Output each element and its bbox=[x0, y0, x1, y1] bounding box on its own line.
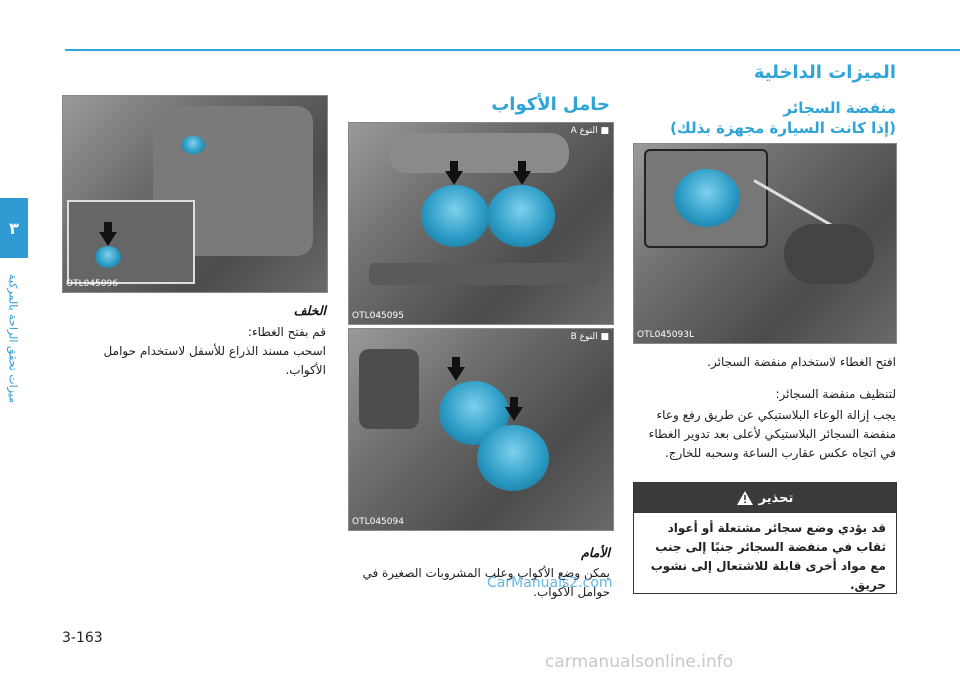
chapter-tab[interactable]: ٣ bbox=[0, 198, 28, 258]
cupholder-shape bbox=[784, 224, 874, 284]
photo-code: OTL045096 bbox=[66, 279, 118, 289]
ashtray-subheading: (إذا كانت السيارة مجهزة بذلك) bbox=[670, 119, 896, 137]
photo-code: OTL045093L bbox=[637, 330, 694, 340]
ashtray-clean-heading: لتنظيف منفضة السجائر: bbox=[775, 387, 896, 401]
arrow-down-icon bbox=[445, 161, 463, 185]
front-text: يمكن وضع الأكواب وعلب المشروبات الصغيرة … bbox=[362, 566, 610, 599]
rear-cupholder-photo: OTL045096 bbox=[62, 95, 328, 293]
header-rule bbox=[65, 49, 960, 51]
cup-left bbox=[421, 185, 489, 247]
ashtray-inset bbox=[644, 149, 768, 248]
ashtray-clean-text: يجب إزالة الوعاء البلاستيكي عن طريق رفع … bbox=[648, 408, 896, 460]
type-b-tag: ■ النوع B bbox=[570, 332, 609, 342]
page-number: 3-163 bbox=[62, 630, 103, 646]
arrow-down-icon bbox=[513, 161, 531, 185]
ashtray-photo: OTL045093L bbox=[633, 143, 897, 344]
ashtray-lid bbox=[674, 169, 740, 227]
warning-label: تحذير bbox=[758, 490, 794, 506]
photo-code: OTL045095 bbox=[352, 311, 404, 321]
rear-instruction: اسحب مسند الذراع للأسفل لاستخدام حوامل ا… bbox=[103, 344, 326, 377]
front-heading: الأمام bbox=[581, 545, 610, 560]
type-a-tag: ■ النوع A bbox=[570, 126, 609, 136]
cupholder-title: حامل الأكواب bbox=[491, 94, 610, 115]
armrest-cupholder-marker bbox=[181, 136, 205, 154]
ashtray-heading: منفضة السجائر bbox=[783, 99, 896, 117]
cup-right bbox=[487, 185, 555, 247]
arrow-down-icon bbox=[99, 222, 117, 246]
photo-code: OTL045094 bbox=[352, 517, 404, 527]
cupholder-photo-type-b: ■ النوع B OTL045094 bbox=[348, 328, 614, 531]
watermark-carmanuals2: CarManuals2.com bbox=[487, 575, 613, 591]
warning-box: تحذير قد يؤدي وضع سجائر مشتعلة أو أعواد … bbox=[633, 482, 897, 594]
warning-header: تحذير bbox=[634, 483, 896, 513]
rear-heading: الخلف bbox=[293, 303, 326, 318]
armrest-shape bbox=[389, 133, 569, 173]
arrow-down-icon bbox=[447, 357, 465, 381]
cupholder-photo-type-a: ■ النوع A OTL045095 bbox=[348, 122, 614, 325]
gear-shifter-shape bbox=[359, 349, 419, 429]
chapter-number: ٣ bbox=[9, 218, 19, 238]
watermark-carmanualsonline: carmanualsonline.info bbox=[545, 652, 734, 672]
cup-rear bbox=[477, 425, 549, 491]
arrow-down-icon bbox=[505, 397, 523, 421]
ashtray-open-text: افتح الغطاء لاستخدام منفضة السجائر. bbox=[707, 355, 896, 369]
warning-text: قد يؤدي وضع سجائر مشتعلة أو أعواد ثقاب ف… bbox=[650, 521, 886, 592]
section-title: الميزات الداخلية bbox=[753, 62, 896, 83]
rear-inset bbox=[67, 200, 195, 284]
warning-triangle-icon bbox=[736, 491, 753, 505]
chapter-side-label: ميزات تحقق الراحة بالمركبة bbox=[6, 273, 20, 403]
rear-cup bbox=[95, 246, 121, 268]
console-trim bbox=[369, 263, 599, 285]
rear-open-text: قم بفتح الغطاء: bbox=[247, 325, 326, 339]
